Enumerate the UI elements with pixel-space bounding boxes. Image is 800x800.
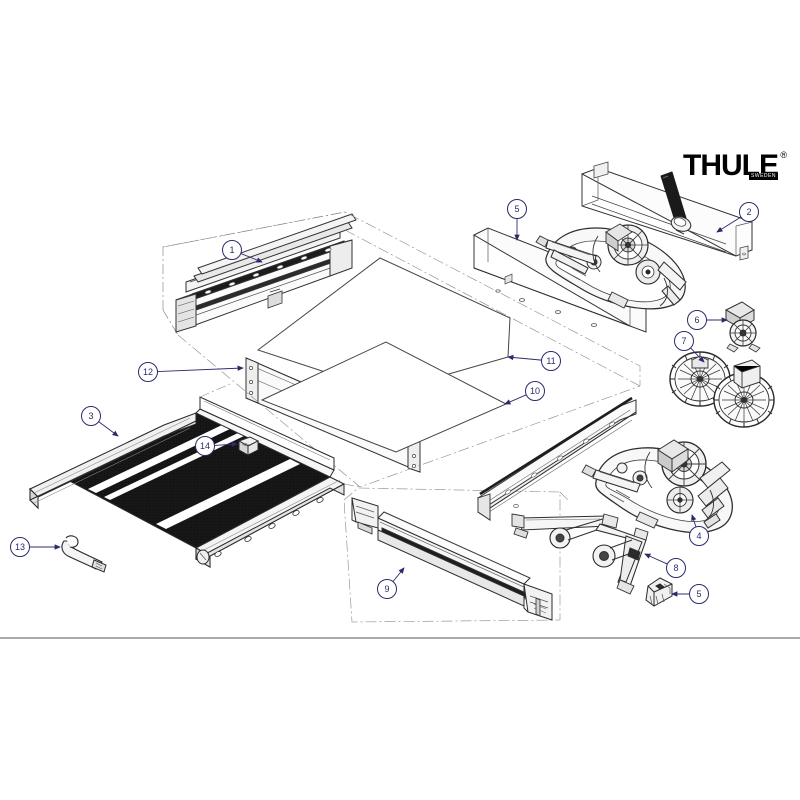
callout-cover-panel-left[interactable]: 5 [507, 199, 527, 241]
callout-mounting-plate-bracket[interactable]: 2 [716, 202, 759, 233]
callout-gear-wheel-pair[interactable]: 7 [674, 331, 705, 363]
part-support-arm-link [592, 523, 649, 595]
callout-circle[interactable] [666, 558, 686, 578]
callout-circle[interactable] [81, 406, 101, 426]
callout-number: 4 [696, 531, 701, 541]
callout-number: 6 [694, 315, 699, 325]
callout-number: 14 [200, 441, 210, 451]
callout-circle[interactable] [689, 526, 709, 546]
thule-sweden-bar: SWEDEN [749, 173, 778, 180]
part-cover-panel-left [472, 227, 647, 333]
callout-number: 3 [88, 411, 93, 421]
callout-circle[interactable] [541, 351, 561, 371]
part-support-arm-upper [511, 513, 619, 549]
callout-support-arm-link[interactable]: 8 [644, 553, 686, 578]
callout-circle[interactable] [674, 331, 694, 351]
callout-number: 8 [673, 563, 678, 573]
part-end-cap-clip [645, 577, 673, 607]
part-hook-strap-handle [61, 535, 107, 573]
callout-number: 12 [143, 367, 153, 377]
callout-circle[interactable] [377, 579, 397, 599]
callout-circle[interactable] [10, 537, 30, 557]
callout-number: 5 [514, 204, 519, 214]
callout-circle[interactable] [689, 584, 709, 604]
callout-leader-line [644, 553, 668, 565]
callout-leader-line [691, 514, 697, 528]
part-fabric-roller-assembly [29, 383, 361, 568]
callout-lead-rail-front-bar[interactable]: 9 [377, 567, 405, 599]
callout-fabric-roller-assembly[interactable]: 3 [81, 406, 119, 437]
callout-number: 9 [384, 584, 389, 594]
callout-leader-line [507, 354, 542, 361]
callout-circle[interactable] [222, 240, 242, 260]
callout-end-cap-clip[interactable]: 5 [671, 584, 709, 604]
part-lead-rail-front-bar [343, 487, 569, 623]
callout-leader-line [98, 421, 119, 437]
thule-logo: THULE ® SWEDEN [683, 150, 787, 181]
part-motor-unit [724, 301, 761, 353]
part-main-housing-rail [162, 211, 357, 336]
callout-leader-line [214, 441, 238, 448]
callout-leader-line [240, 253, 263, 263]
callout-number: 1 [229, 245, 234, 255]
callout-fabric-panel-lower[interactable]: 10 [504, 381, 545, 405]
callout-number: 5 [696, 589, 701, 599]
callout-leader-line [690, 347, 705, 363]
callout-leader-line [504, 394, 527, 405]
part-mounting-plate-bracket [580, 161, 753, 261]
part-gear-wheel-pair [669, 351, 775, 428]
callout-number: 11 [546, 356, 555, 366]
callout-number: 2 [746, 207, 751, 217]
callout-mounting-bracket-rail[interactable]: 12 [138, 362, 244, 382]
callout-motor-unit[interactable]: 6 [687, 310, 728, 330]
gear-right [713, 372, 775, 428]
callout-number: 10 [530, 386, 540, 396]
part-crank-handle [660, 171, 692, 235]
callout-circle[interactable] [739, 202, 759, 222]
part-small-clip-bracket [237, 436, 260, 456]
callout-leader-line [392, 567, 405, 582]
callout-leader-line [716, 216, 742, 233]
part-secondary-rail [477, 396, 637, 521]
part-drive-gearbox-right [581, 439, 733, 534]
callout-circle[interactable] [195, 436, 215, 456]
callout-drive-gearbox-right[interactable]: 4 [689, 514, 709, 546]
callout-number: 13 [15, 542, 25, 552]
callout-circle[interactable] [525, 381, 545, 401]
registered-trademark-icon: ® [780, 150, 787, 160]
callout-hook-strap-handle[interactable]: 13 [10, 537, 61, 557]
callout-circle[interactable] [687, 310, 707, 330]
callout-leader-line [157, 365, 244, 373]
callout-small-clip-bracket[interactable]: 14 [195, 436, 238, 456]
part-drive-mechanism-upper [535, 223, 687, 310]
callout-main-housing-rail[interactable]: 1 [222, 240, 263, 263]
callout-circle[interactable] [507, 199, 527, 219]
callout-fabric-panel-upper[interactable]: 11 [507, 351, 561, 371]
callout-circle[interactable] [138, 362, 158, 382]
callout-number: 7 [681, 336, 686, 346]
